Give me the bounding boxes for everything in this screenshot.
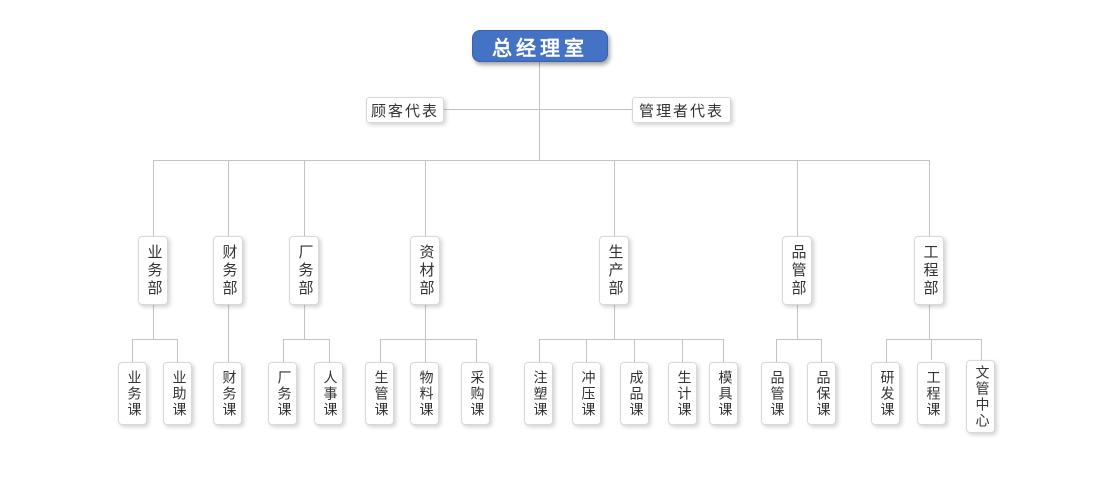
- purchasing-section: 采购课: [461, 362, 490, 425]
- dept-factory-affairs: 厂务部: [289, 236, 319, 305]
- dept-production: 生产部: [599, 236, 629, 305]
- quality-control-section: 品管课: [761, 362, 790, 425]
- connector-line: [539, 339, 540, 362]
- dept-business: 业务部: [138, 236, 168, 305]
- connector-line: [380, 339, 381, 362]
- connector-line: [931, 339, 932, 360]
- connector-line: [444, 109, 632, 110]
- connector-line: [304, 160, 305, 236]
- production-planning-section: 生计课: [668, 362, 697, 425]
- connector-line: [776, 339, 822, 340]
- connector-line: [821, 339, 822, 362]
- dept-quality: 品管部: [782, 236, 812, 305]
- connector-line: [304, 305, 305, 339]
- connector-line: [682, 339, 683, 362]
- sales-assistant-section: 业助课: [163, 362, 192, 425]
- hr-section: 人事课: [314, 362, 343, 425]
- connector-line: [132, 339, 178, 340]
- connector-line: [283, 339, 329, 340]
- factory-affairs-section: 厂务课: [268, 362, 297, 425]
- connector-line: [586, 339, 587, 362]
- connector-line: [886, 339, 981, 340]
- connector-line: [614, 160, 615, 236]
- dept-engineering: 工程部: [914, 236, 944, 305]
- management-representative-box: 管理者代表: [632, 97, 731, 123]
- engineering-section: 工程课: [917, 362, 946, 425]
- connector-line: [425, 305, 426, 339]
- production-control-section: 生管课: [365, 362, 394, 425]
- stamping-section: 冲压课: [572, 362, 601, 425]
- rnd-section: 研发课: [871, 362, 900, 425]
- connector-line: [228, 160, 229, 236]
- connector-line: [886, 339, 887, 362]
- connector-line: [634, 339, 635, 362]
- general-manager-office-box: 总经理室: [472, 30, 608, 62]
- connector-line: [177, 339, 178, 362]
- materials-section: 物料课: [410, 362, 439, 425]
- finance-section: 财务课: [213, 362, 242, 425]
- mold-section: 模具课: [709, 362, 738, 425]
- connector-line: [614, 305, 615, 339]
- dept-finance: 财务部: [213, 236, 243, 305]
- connector-line: [425, 339, 426, 362]
- sales-section: 业务课: [118, 362, 147, 425]
- connector-line: [797, 160, 798, 236]
- connector-line: [153, 160, 930, 161]
- connector-line: [723, 339, 724, 362]
- connector-line: [132, 339, 133, 362]
- connector-line: [797, 305, 798, 339]
- connector-line: [153, 160, 154, 236]
- connector-line: [380, 339, 476, 340]
- connector-line: [228, 305, 229, 362]
- connector-line: [929, 305, 930, 339]
- customer-representative-box: 顾客代表: [366, 97, 444, 123]
- connector-line: [153, 305, 154, 339]
- dept-materials: 资材部: [410, 236, 440, 305]
- connector-line: [539, 339, 724, 340]
- document-control-center: 文管中心: [966, 360, 995, 433]
- connector-line: [981, 339, 982, 360]
- connector-line: [929, 160, 930, 236]
- connector-line: [776, 339, 777, 362]
- connector-line: [283, 339, 284, 362]
- connector-line: [329, 339, 330, 362]
- connector-line: [539, 62, 540, 160]
- connector-line: [476, 339, 477, 362]
- finished-goods-section: 成品课: [620, 362, 649, 425]
- injection-molding-section: 注塑课: [524, 362, 553, 425]
- connector-line: [425, 160, 426, 236]
- quality-assurance-section: 品保课: [807, 362, 836, 425]
